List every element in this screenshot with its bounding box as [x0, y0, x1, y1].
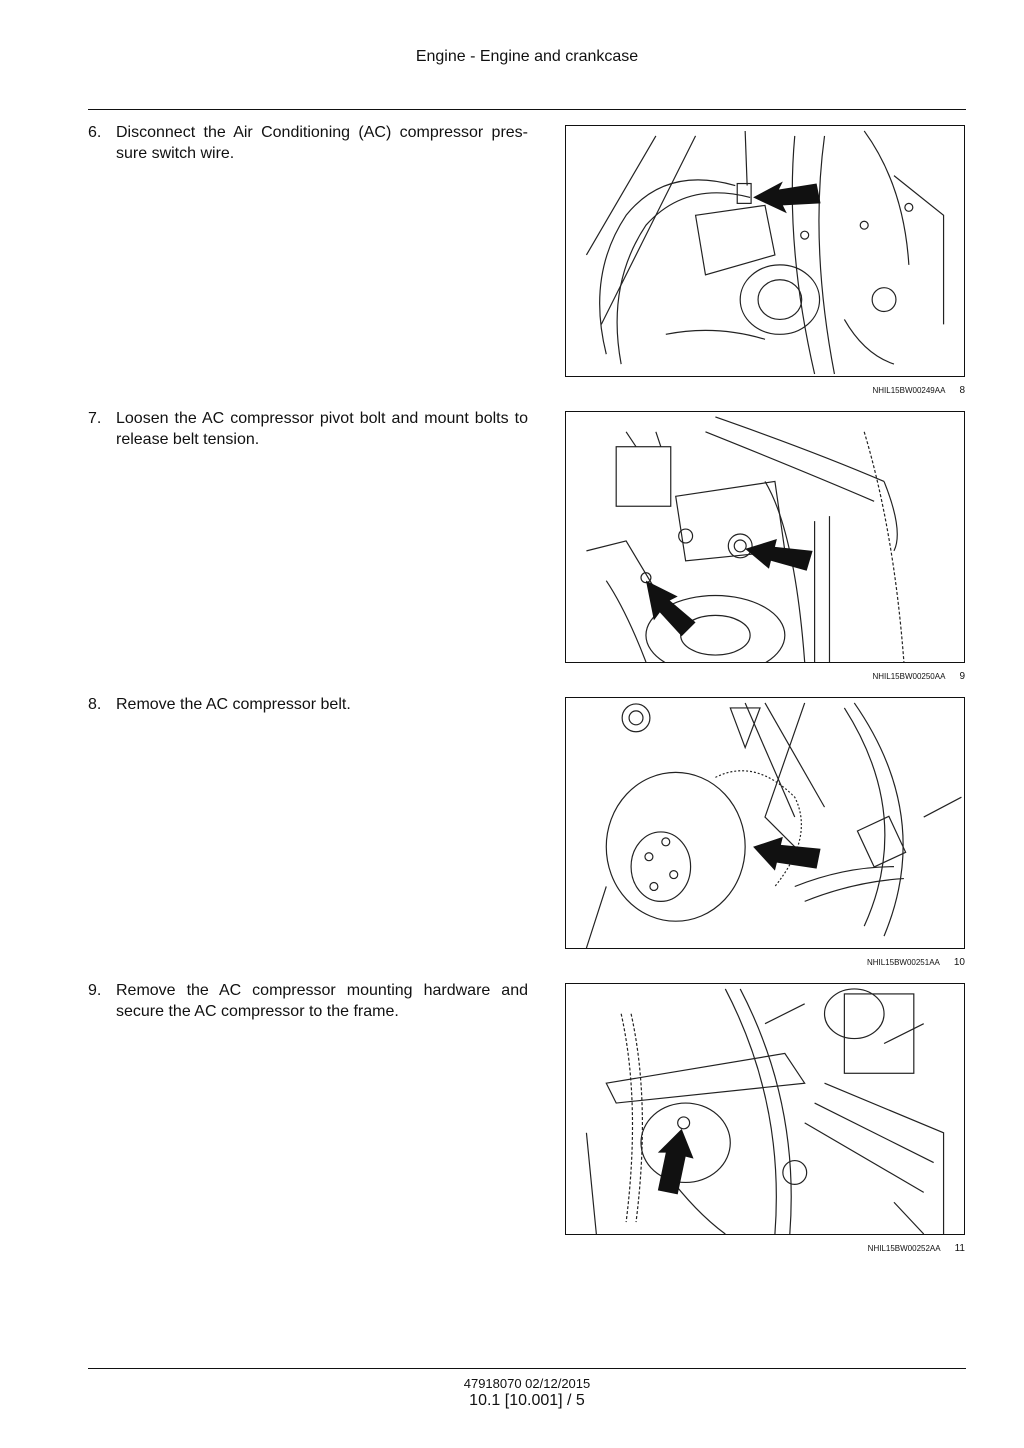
figure-code: NHIL15BW00250AA [872, 672, 946, 681]
step-8: 8. Remove the AC compressor belt. [88, 694, 528, 715]
figure-code: NHIL15BW00249AA [872, 386, 946, 395]
figure-11 [565, 983, 965, 1235]
step-text: Loosen the AC compressor pivot bolt and … [116, 410, 528, 448]
step-text: Remove the AC compressor mounting hardwa… [116, 982, 528, 1020]
step-text: Disconnect the Air Conditioning (AC) com… [116, 124, 528, 162]
step-number: 8. [88, 696, 102, 713]
arrow-icon [657, 1128, 694, 1195]
step-number: 7. [88, 410, 102, 427]
arrow-icon [645, 580, 696, 637]
figure-8-caption: NHIL15BW00249AA 8 [565, 385, 966, 396]
footer-rule [88, 1368, 966, 1369]
page-number: 10.1 [10.001] / 5 [469, 1392, 585, 1409]
step-number: 9. [88, 982, 102, 999]
arrow-icon [745, 538, 813, 571]
figure-11-caption: NHIL15BW00252AA 11 [565, 1243, 965, 1254]
figure-8 [565, 125, 965, 377]
header-rule [88, 109, 966, 110]
figure-number: 11 [954, 1243, 965, 1254]
figure-9-caption: NHIL15BW00250AA 9 [565, 671, 966, 682]
figure-code: NHIL15BW00251AA [866, 958, 940, 967]
step-text: Remove the AC compressor belt. [116, 696, 351, 713]
step-number: 6. [88, 124, 102, 141]
figure-9 [565, 411, 965, 663]
engine-illustration-figure-9 [586, 416, 905, 662]
document-code: 47918070 02/12/2015 [463, 1376, 591, 1391]
figure-10-caption: NHIL15BW00251AA 10 [565, 957, 965, 968]
page-header-title: Engine - Engine and crankcase [415, 48, 639, 65]
arrow-icon [753, 836, 821, 871]
figure-number: 10 [953, 957, 965, 968]
step-7: 7. Loosen the AC compressor pivot bolt a… [88, 408, 528, 450]
engine-illustration-figure-8 [585, 130, 945, 375]
step-9: 9. Remove the AC compressor mounting har… [88, 980, 528, 1022]
engine-illustration-figure-10 [585, 702, 962, 948]
figure-code: NHIL15BW00252AA [867, 1244, 941, 1253]
engine-illustration-figure-11 [585, 988, 945, 1234]
figure-number: 9 [959, 671, 965, 682]
arrow-icon [753, 181, 821, 214]
figure-10 [565, 697, 965, 949]
figure-number: 8 [959, 385, 965, 396]
step-6: 6. Disconnect the Air Conditioning (AC) … [88, 122, 528, 164]
